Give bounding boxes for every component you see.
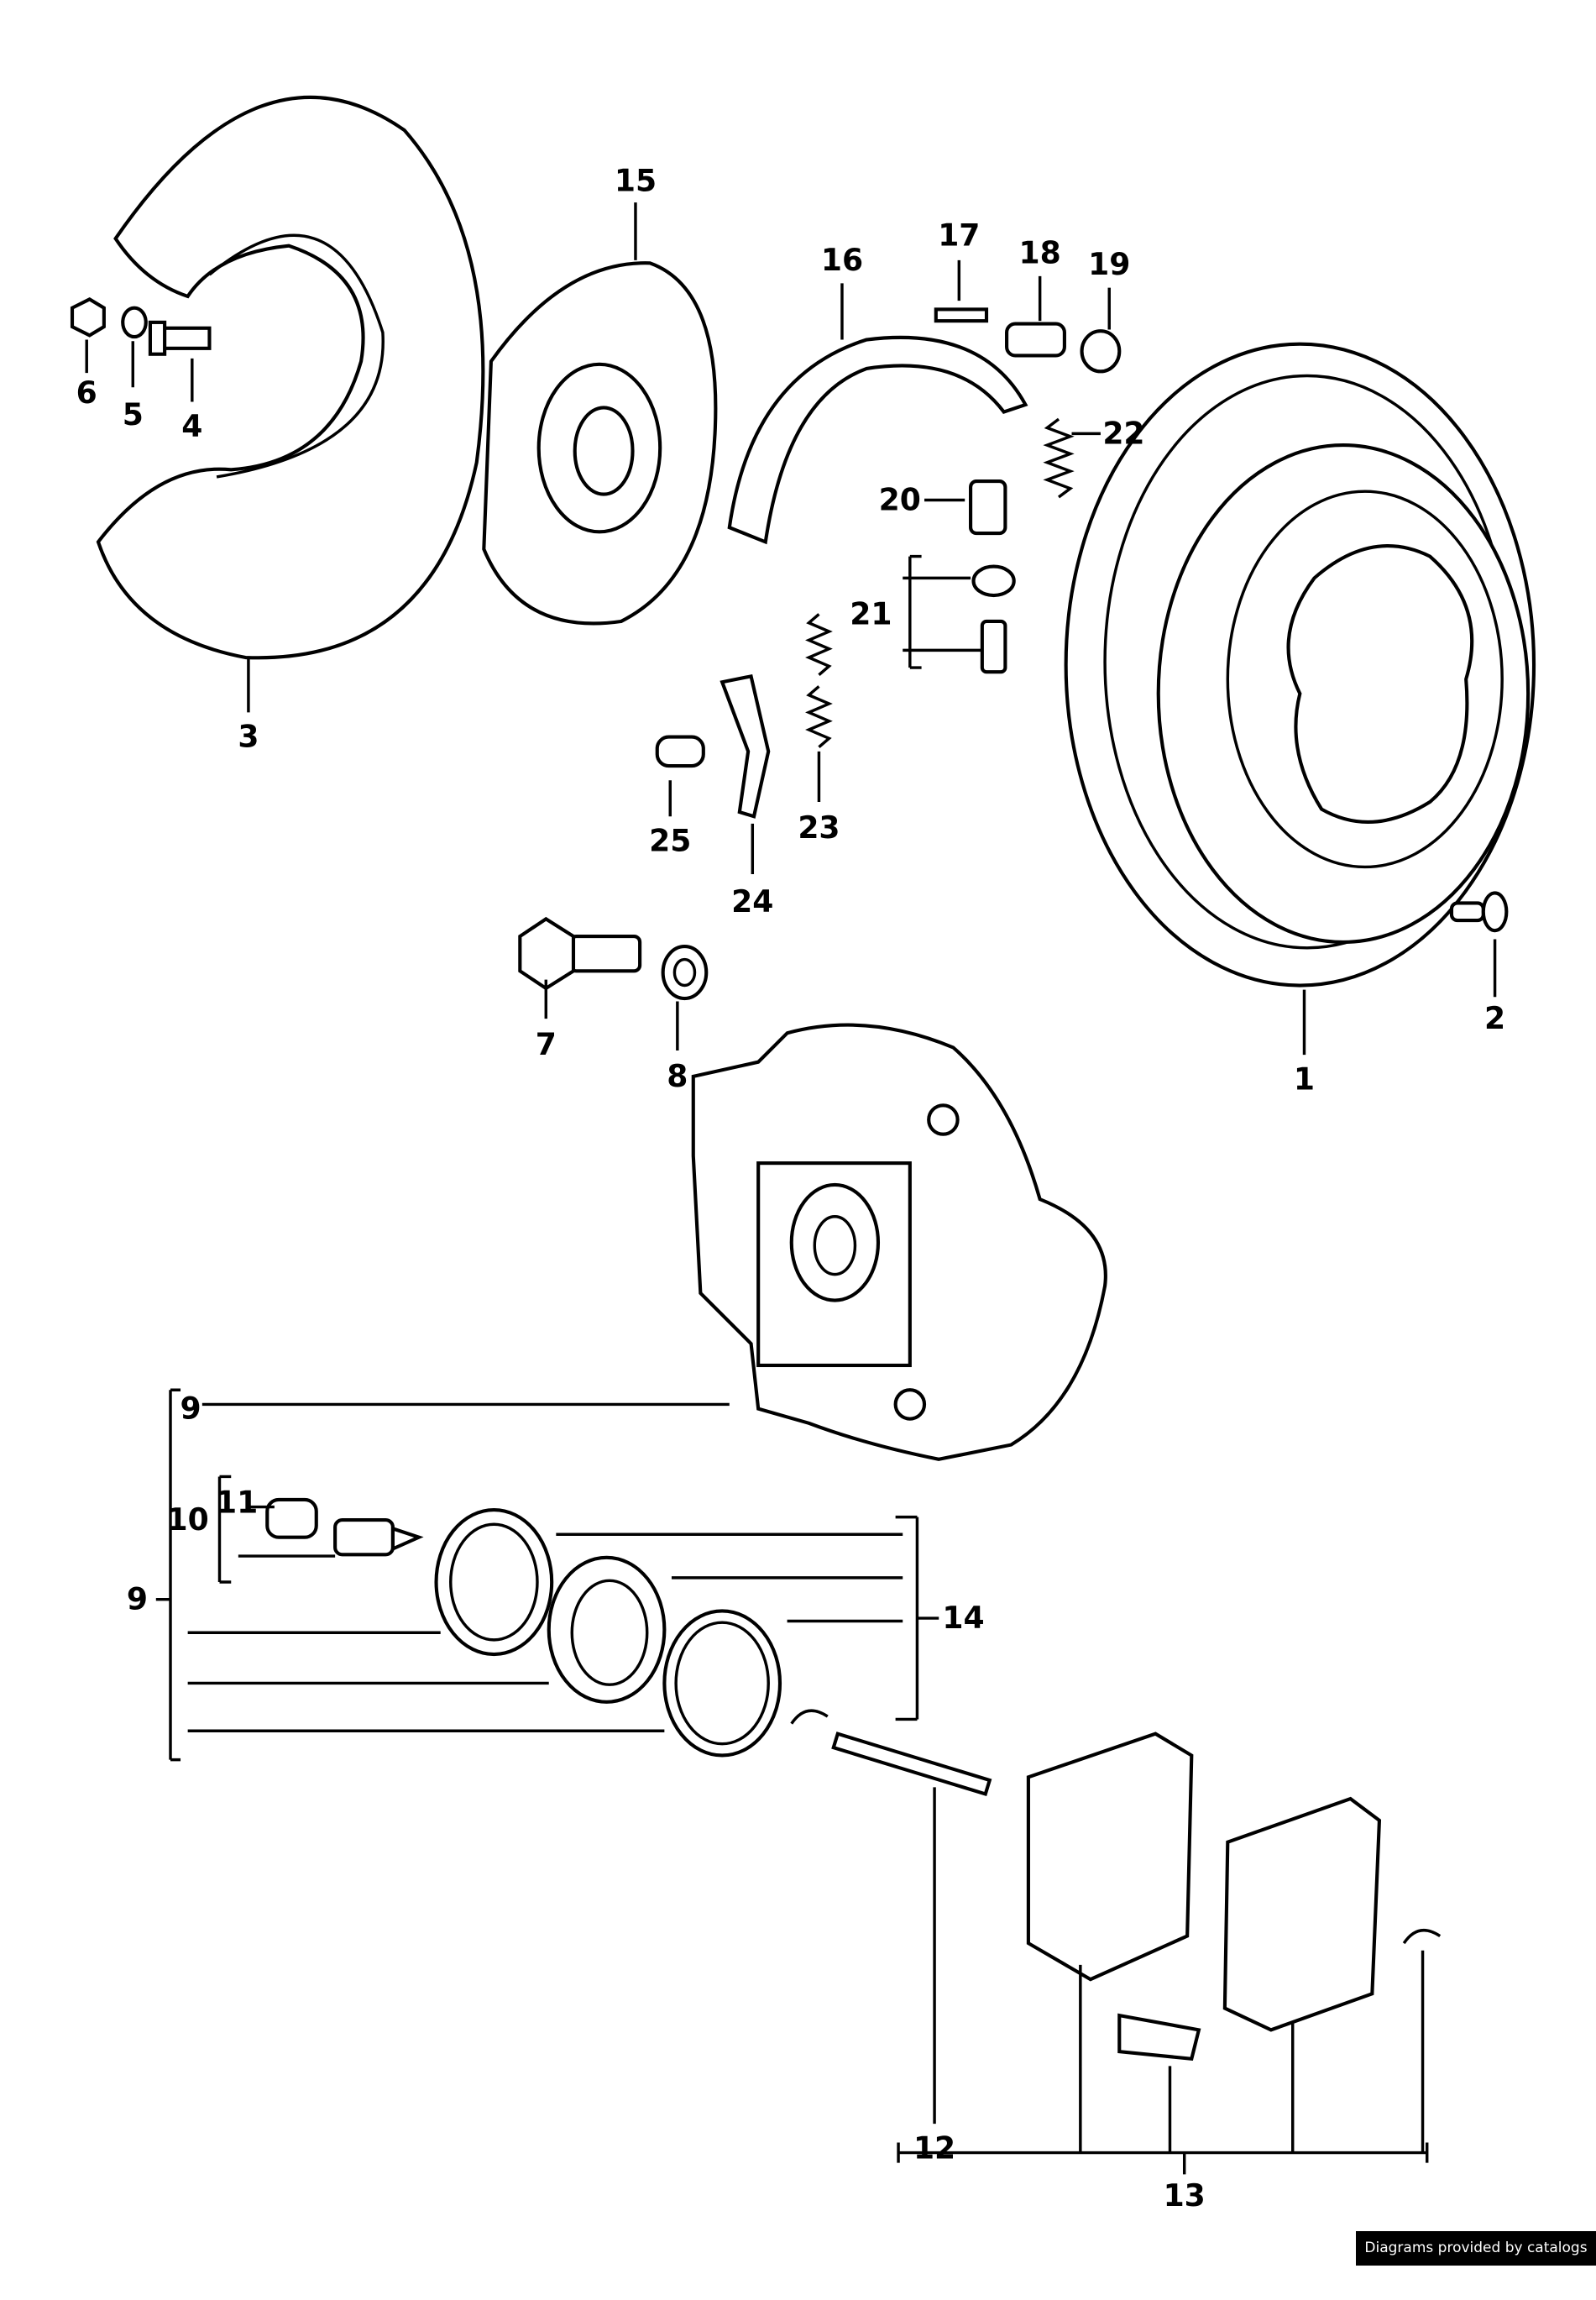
- part-adjuster[interactable]: [969, 479, 1016, 674]
- part-brake-pads[interactable]: [1026, 1732, 1442, 2061]
- callout-3: 3: [238, 719, 259, 755]
- callout-18: 18: [1019, 234, 1061, 270]
- credit-badge: Diagrams provided by catalogs parts: [1356, 2231, 1596, 2291]
- part-spring-23[interactable]: [805, 613, 833, 748]
- callout-4: 4: [181, 408, 202, 444]
- callout-8: 8: [667, 1058, 688, 1094]
- callout-19: 19: [1088, 246, 1130, 282]
- part-backing-plate[interactable]: [482, 261, 718, 626]
- callout-7: 7: [536, 1026, 557, 1062]
- part-spring-22[interactable]: [1043, 417, 1075, 499]
- part-brake-rotor[interactable]: [1064, 342, 1536, 988]
- callout-23: 23: [798, 809, 840, 846]
- part-caliper[interactable]: [691, 1023, 1107, 1461]
- part-pin-spring-cap[interactable]: [934, 307, 1122, 374]
- part-caliper-bolt[interactable]: [518, 916, 709, 1001]
- part-dust-shield[interactable]: [96, 95, 485, 660]
- callout-20: 20: [879, 482, 921, 518]
- part-nut-washer-bolt[interactable]: [70, 296, 212, 356]
- part-screw[interactable]: [1449, 891, 1509, 933]
- leader-lines: [85, 202, 1497, 2175]
- callout-5: 5: [123, 396, 144, 432]
- part-pad-pin[interactable]: [790, 1709, 992, 1797]
- part-lever[interactable]: [720, 673, 771, 819]
- callout-14: 14: [942, 1600, 984, 1636]
- callout-6: 6: [76, 375, 97, 411]
- callout-9-left: 9: [127, 1581, 148, 1617]
- callout-1: 1: [1294, 1061, 1315, 1097]
- callout-25: 25: [649, 823, 691, 859]
- part-seals[interactable]: [434, 1507, 782, 1758]
- callout-13: 13: [1164, 2177, 1206, 2214]
- callout-12: 12: [913, 2130, 955, 2166]
- callout-21: 21: [850, 595, 892, 631]
- callout-2: 2: [1484, 1000, 1505, 1036]
- part-bleed-valve[interactable]: [265, 1497, 424, 1557]
- callout-17: 17: [938, 217, 980, 254]
- callout-15: 15: [615, 162, 657, 198]
- callout-11: 11: [216, 1484, 258, 1520]
- callout-24: 24: [731, 883, 773, 919]
- callout-16: 16: [821, 242, 863, 278]
- callout-9-top: 9: [181, 1391, 201, 1427]
- part-brake-shoe[interactable]: [727, 335, 1028, 545]
- callout-22: 22: [1102, 415, 1144, 451]
- part-plug[interactable]: [655, 735, 705, 768]
- callout-10: 10: [167, 1501, 209, 1538]
